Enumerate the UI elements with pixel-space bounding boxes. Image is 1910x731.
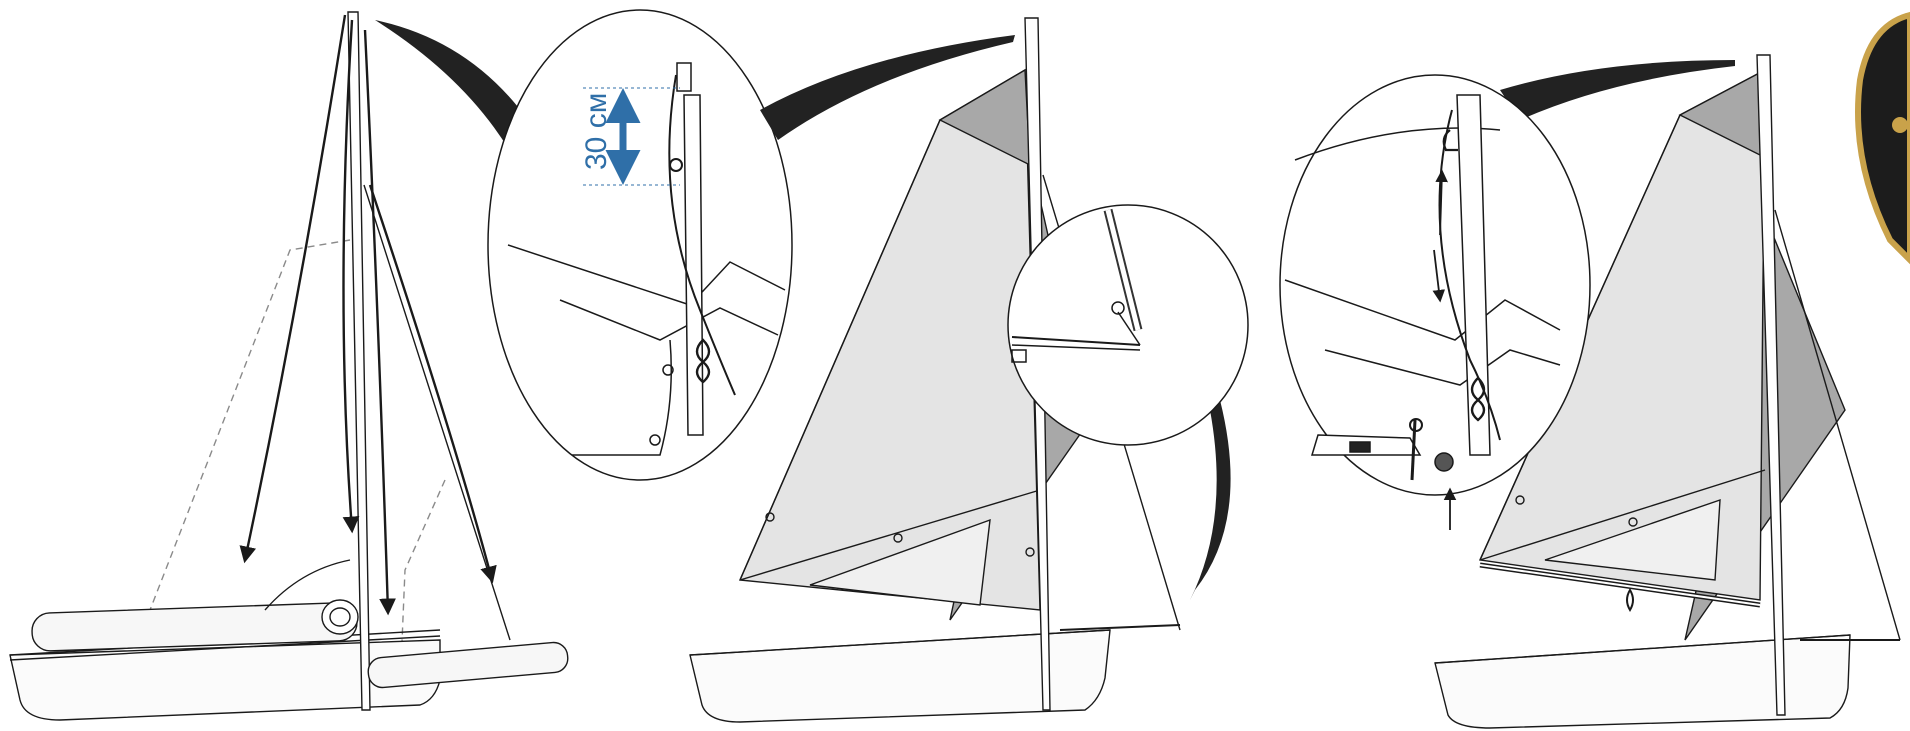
mast-detail: [683, 94, 704, 436]
measurement-label: 30 см: [580, 93, 613, 170]
fitting: [1434, 452, 1454, 472]
boat-hull-icon: [689, 629, 1111, 723]
detail-callout-lowering: [487, 9, 793, 481]
mainsail: [738, 68, 1041, 611]
detail-callout-rigged: [1279, 74, 1591, 530]
sail-edge: [264, 559, 351, 611]
callout-pointer: [1190, 400, 1231, 600]
forestay: [363, 184, 511, 641]
sail-window: [1544, 498, 1721, 581]
ghost-mainsail-outline: [149, 239, 351, 611]
shackle-icon: [1626, 588, 1634, 612]
halyard-line: [363, 29, 396, 616]
shackle-icon: [1442, 129, 1458, 152]
arrow-down-icon: [1432, 249, 1446, 303]
halyard-line: [239, 14, 347, 564]
mast-detail: [1456, 94, 1491, 456]
figure-eight-knot-icon: [1470, 376, 1486, 422]
mast: [1756, 54, 1786, 716]
cleat-icon: [1011, 349, 1027, 363]
halyard-line: [368, 184, 497, 584]
boat-hull-icon: [1434, 634, 1851, 729]
figure-eight-knot-icon: [695, 338, 711, 384]
shackle-icon: [1111, 301, 1125, 315]
panel-raised: [689, 17, 1181, 723]
badge-icon: [1855, 11, 1910, 265]
boom: [1059, 624, 1181, 631]
panel-lowering: [9, 11, 569, 721]
shackle-icon: [669, 158, 683, 172]
halyard-detail: [1438, 109, 1501, 441]
boat-hull-icon: [9, 639, 441, 721]
jib-roll: [367, 641, 569, 689]
halyard-detail: [668, 74, 736, 396]
detail-callout-raised: [1007, 204, 1249, 446]
mast: [347, 11, 371, 711]
halyard-line: [342, 19, 360, 534]
forestay: [1774, 209, 1901, 641]
callout-pointer: [760, 35, 1015, 140]
panel-rigged: [1434, 54, 1901, 729]
arrow-up-icon: [1435, 169, 1448, 236]
sail-window: [809, 518, 991, 606]
ghost-jib-outline: [399, 479, 446, 691]
